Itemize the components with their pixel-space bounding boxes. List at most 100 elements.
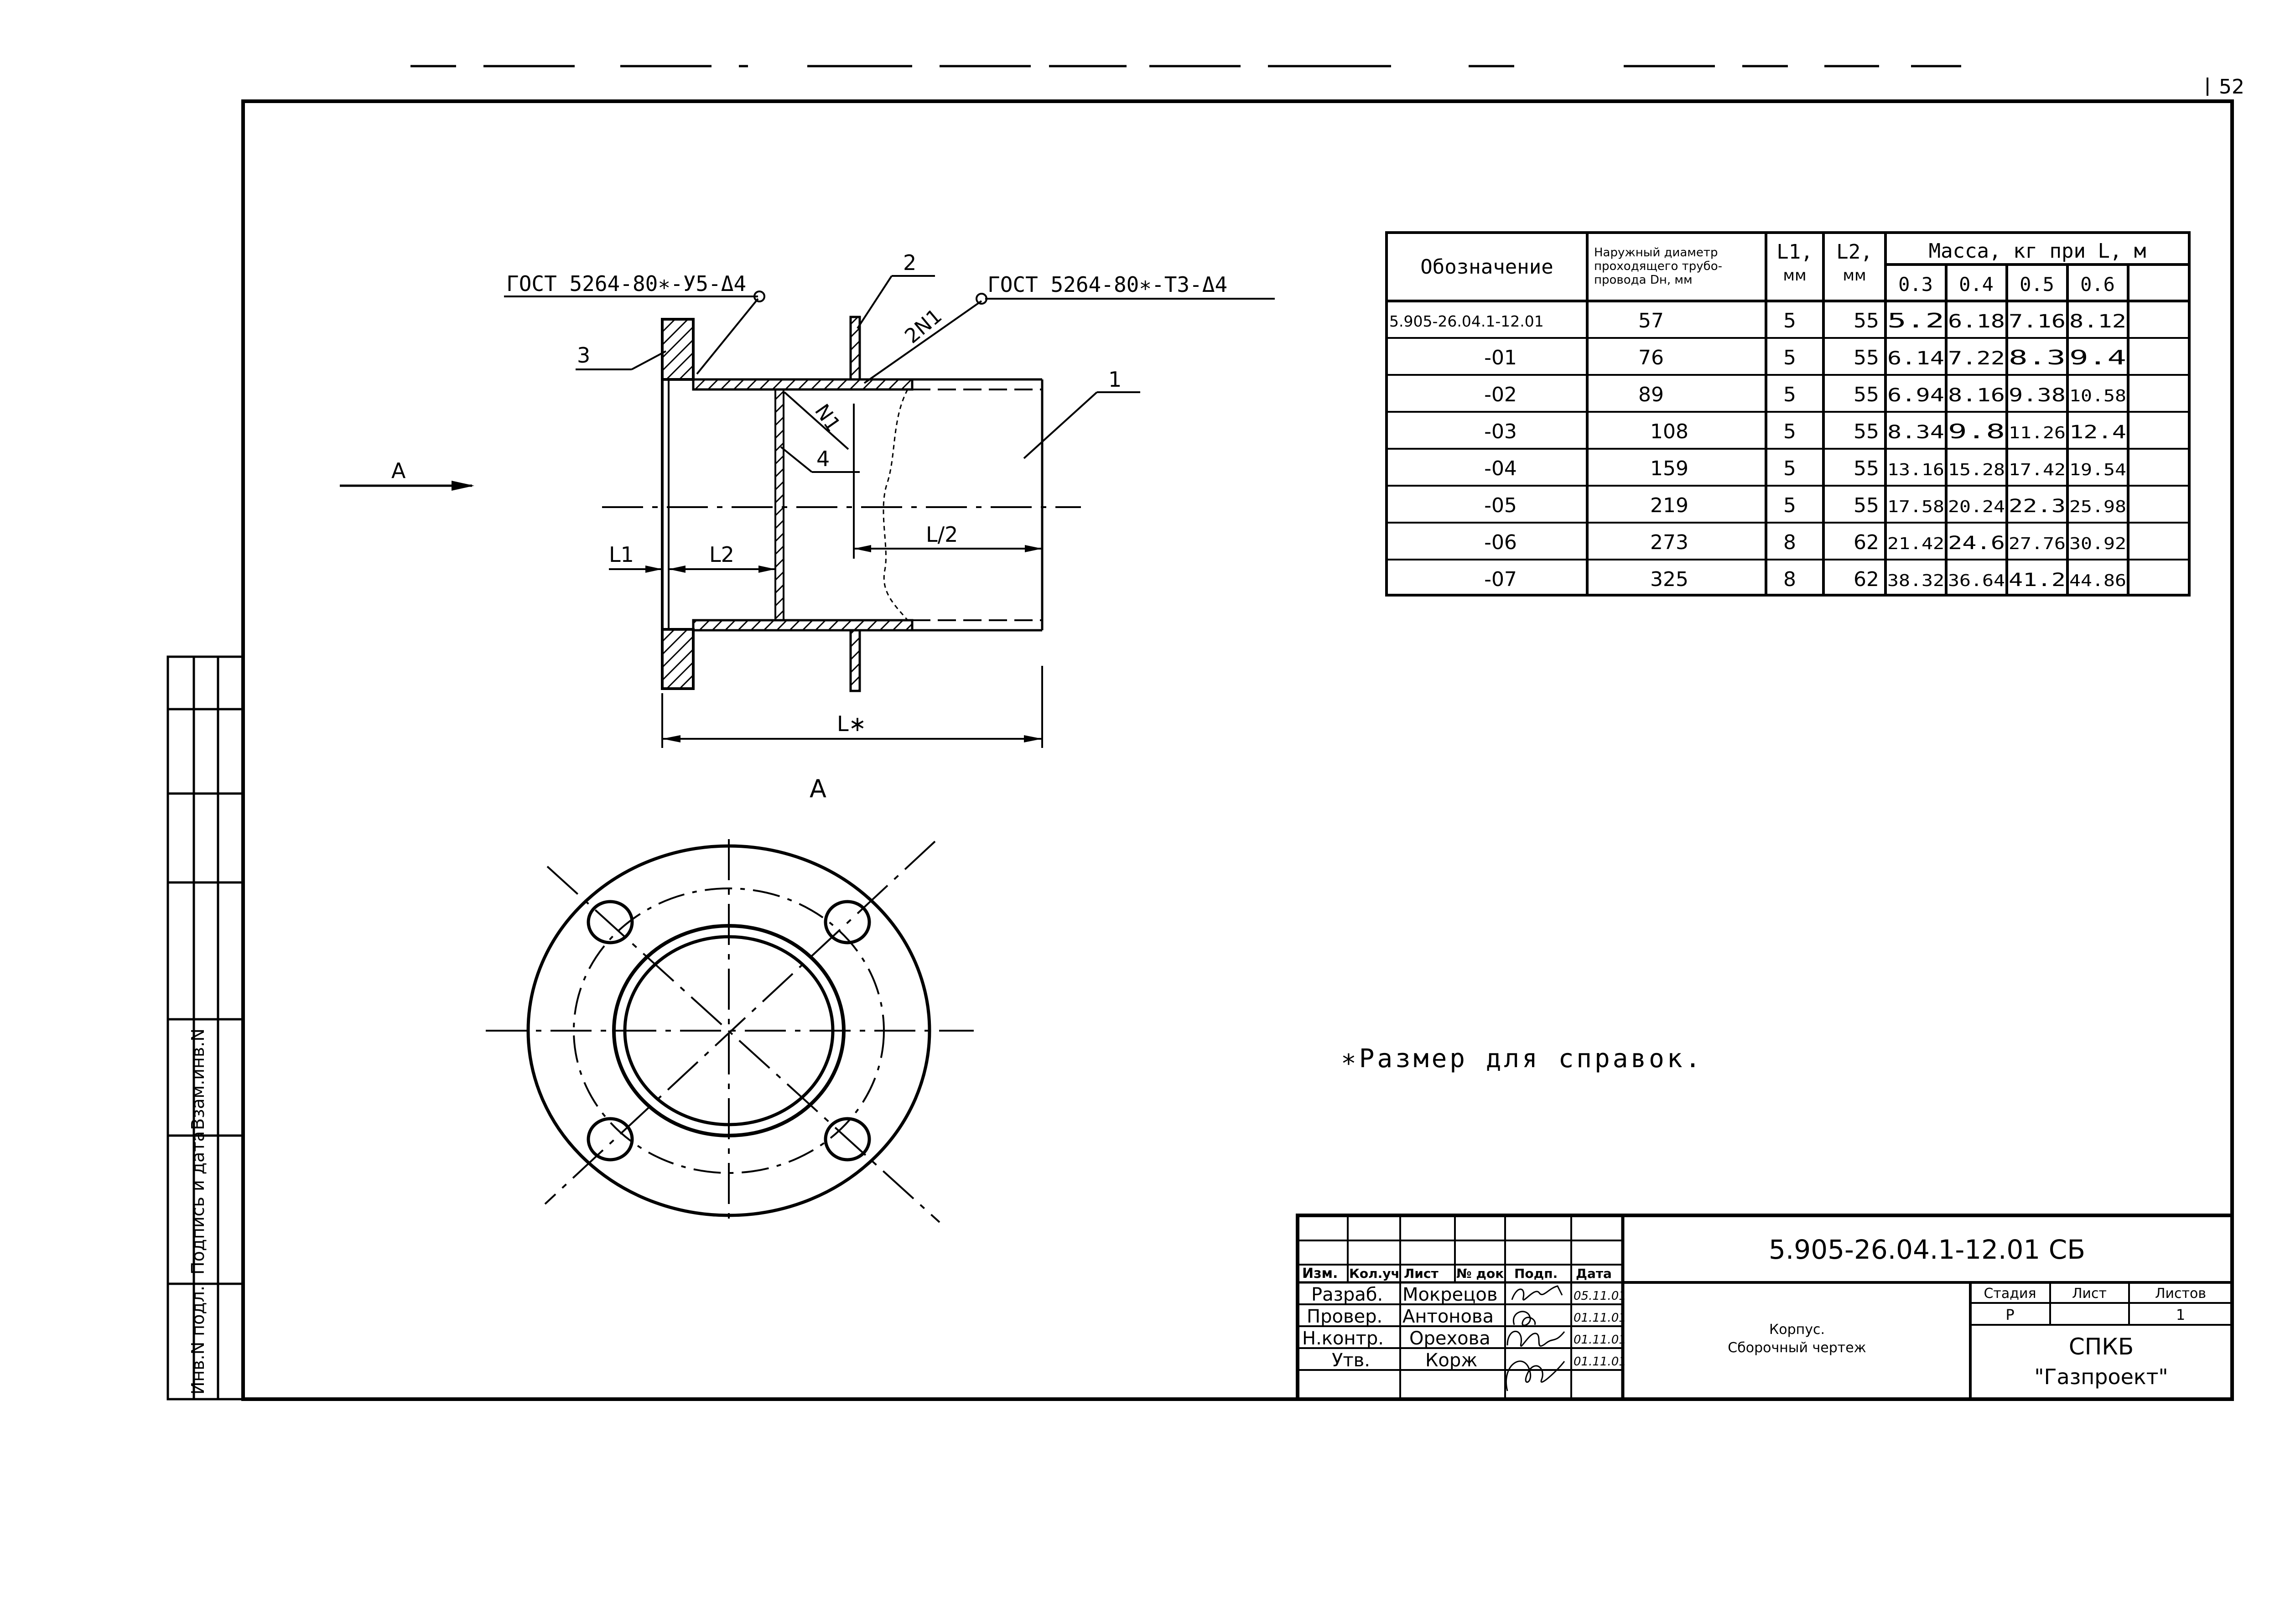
- signature-razrab: [1511, 1285, 1563, 1301]
- cell-mass-3: 22.3: [2009, 496, 2066, 517]
- tb-role: Утв.: [1332, 1350, 1370, 1371]
- cell-mass-2: 24.6: [1948, 533, 2005, 554]
- leaders: [504, 275, 1275, 473]
- view-a-title: A: [810, 774, 826, 803]
- signatures: [1506, 1285, 1565, 1391]
- tb-drawing-code: 5.905-26.04.1-12.01 СБ: [1769, 1234, 2085, 1265]
- th-l2-unit: мм: [1843, 266, 1866, 285]
- cell-mass-4: 44.86: [2069, 571, 2126, 590]
- table-row: 5.905-26.04.1-12.01 57 5 55 5.2 6.18 7.1…: [1389, 309, 2126, 332]
- view-a: [486, 839, 974, 1227]
- part-label-4: 4: [816, 446, 830, 471]
- cell-mass-1: 17.58: [1887, 498, 1944, 516]
- cell-l2: 55: [1854, 309, 1879, 332]
- pipe-inner-circle: [623, 935, 835, 1126]
- tb-sheet-header: Лист: [2072, 1286, 2107, 1302]
- cell-mass-1: 21.42: [1887, 534, 1944, 553]
- stamp-podpis-data: Подпись и дата: [188, 1131, 208, 1275]
- part-label-1: 1: [1108, 367, 1122, 392]
- spec-table: Обозначение Наружный диаметр проходящего…: [1385, 231, 2191, 597]
- cell-mass-3: 17.42: [2009, 461, 2066, 479]
- tb-sheets-header: Листов: [2155, 1286, 2206, 1302]
- tb-date: 01.11.01: [1574, 1355, 1626, 1369]
- tb-col-doc: № док: [1456, 1266, 1504, 1281]
- view-a-diagonal-2: [544, 841, 936, 1205]
- dim-total: [661, 666, 1043, 748]
- table-row: -07 325 8 62 38.32 36.64 41.2 44.86: [1484, 568, 2126, 591]
- tb-col-izm: Изм.: [1302, 1266, 1338, 1282]
- tb-name: Орехова: [1409, 1328, 1491, 1349]
- cell-mass-4: 30.92: [2069, 534, 2126, 553]
- cell-diameter: 159: [1650, 457, 1688, 480]
- cell-mass-1: 38.32: [1887, 571, 1944, 590]
- cell-mass-3: 11.26: [2009, 424, 2066, 442]
- spec-table-grid: [1385, 231, 2191, 597]
- tb-role: Провер.: [1307, 1306, 1382, 1327]
- cell-diameter: 76: [1638, 346, 1664, 369]
- title-block-grid: [1296, 1214, 2234, 1401]
- signature-prover: [1512, 1311, 1536, 1326]
- cell-mass-4: 12.4: [2069, 422, 2126, 443]
- signature-utv: [1506, 1360, 1565, 1391]
- cell-designation: -05: [1484, 494, 1517, 517]
- tb-name: Корж: [1425, 1350, 1477, 1371]
- signature-nkontr: [1506, 1330, 1565, 1347]
- cell-mass-2: 15.28: [1948, 461, 2005, 479]
- view-arrow-label: A: [391, 458, 406, 483]
- cell-diameter: 57: [1638, 309, 1664, 332]
- tb-doc-name-line2: Сборочный чертеж: [1728, 1340, 1866, 1356]
- cell-designation: -01: [1484, 346, 1517, 369]
- th-diameter-line2: проходящего трубо-: [1594, 259, 1722, 273]
- tb-date: 01.11.01: [1574, 1333, 1626, 1347]
- cell-mass-3: 8.3: [2009, 346, 2066, 369]
- view-a-diagonal-1: [546, 866, 940, 1223]
- cell-mass-4: 8.12: [2069, 311, 2126, 332]
- table-row: -06 273 8 62 21.42 24.6 27.76 30.92: [1484, 531, 2126, 554]
- cell-l2: 55: [1854, 346, 1879, 369]
- flange-top: [661, 318, 695, 381]
- th-designation: Обозначение: [1420, 255, 1553, 279]
- dim-label-L1: L1: [609, 542, 634, 567]
- pipe-wall-bottom: [692, 619, 914, 632]
- cell-diameter: 273: [1650, 531, 1688, 554]
- reference-note: ∗Размер для справок.: [1341, 1044, 1703, 1074]
- tb-name: Антонова: [1402, 1306, 1494, 1327]
- cell-mass-1: 13.16: [1887, 461, 1944, 479]
- cell-l1: 5: [1783, 346, 1796, 369]
- cell-mass-4: 19.54: [2069, 461, 2126, 479]
- left-stamp-strip: [166, 655, 244, 1401]
- table-row: -01 76 5 55 6.14 7.22 8.3 9.4: [1484, 346, 2126, 369]
- cell-mass-2: 9.8: [1948, 420, 2005, 443]
- tb-date: 01.11.01: [1574, 1311, 1626, 1325]
- cell-diameter: 108: [1650, 420, 1688, 443]
- cell-designation: -02: [1484, 383, 1517, 406]
- cell-designation: -07: [1484, 568, 1517, 591]
- cell-designation: -06: [1484, 531, 1517, 554]
- break-line: [883, 389, 909, 621]
- page-number: 52: [2207, 75, 2244, 99]
- cell-l2: 62: [1854, 531, 1879, 554]
- table-row: -05 219 5 55 17.58 20.24 22.3 25.98: [1484, 494, 2126, 517]
- stamp-inv-podl: Инв.N подл.: [188, 1286, 208, 1395]
- cell-mass-2: 7.22: [1948, 348, 2005, 369]
- cell-l1: 8: [1783, 568, 1796, 591]
- dim-half-L: [853, 404, 1042, 559]
- tb-stage-value: Р: [2005, 1306, 2014, 1323]
- tb-sheets-value: 1: [2176, 1306, 2185, 1323]
- support-ring-top: [849, 316, 861, 381]
- cell-l1: 5: [1783, 457, 1796, 480]
- stamp-vzam-inv: Взам.инв.N: [188, 1028, 208, 1130]
- cell-mass-3: 27.76: [2009, 534, 2066, 553]
- cell-l2: 55: [1854, 383, 1879, 406]
- cell-diameter: 219: [1650, 494, 1688, 517]
- table-row: -03 108 5 55 8.34 9.8 11.26 12.4: [1484, 420, 2126, 443]
- cell-mass-2: 6.18: [1948, 311, 2005, 332]
- th-length-3: 0.5: [2020, 273, 2054, 296]
- cell-mass-2: 8.16: [1948, 385, 2005, 406]
- flange-outer-circle: [526, 844, 931, 1217]
- bolt-hole-br: [824, 1117, 871, 1162]
- tb-name: Мокрецов: [1402, 1284, 1497, 1305]
- cell-mass-2: 20.24: [1948, 498, 2005, 516]
- cell-mass-1: 5.2: [1887, 309, 1944, 332]
